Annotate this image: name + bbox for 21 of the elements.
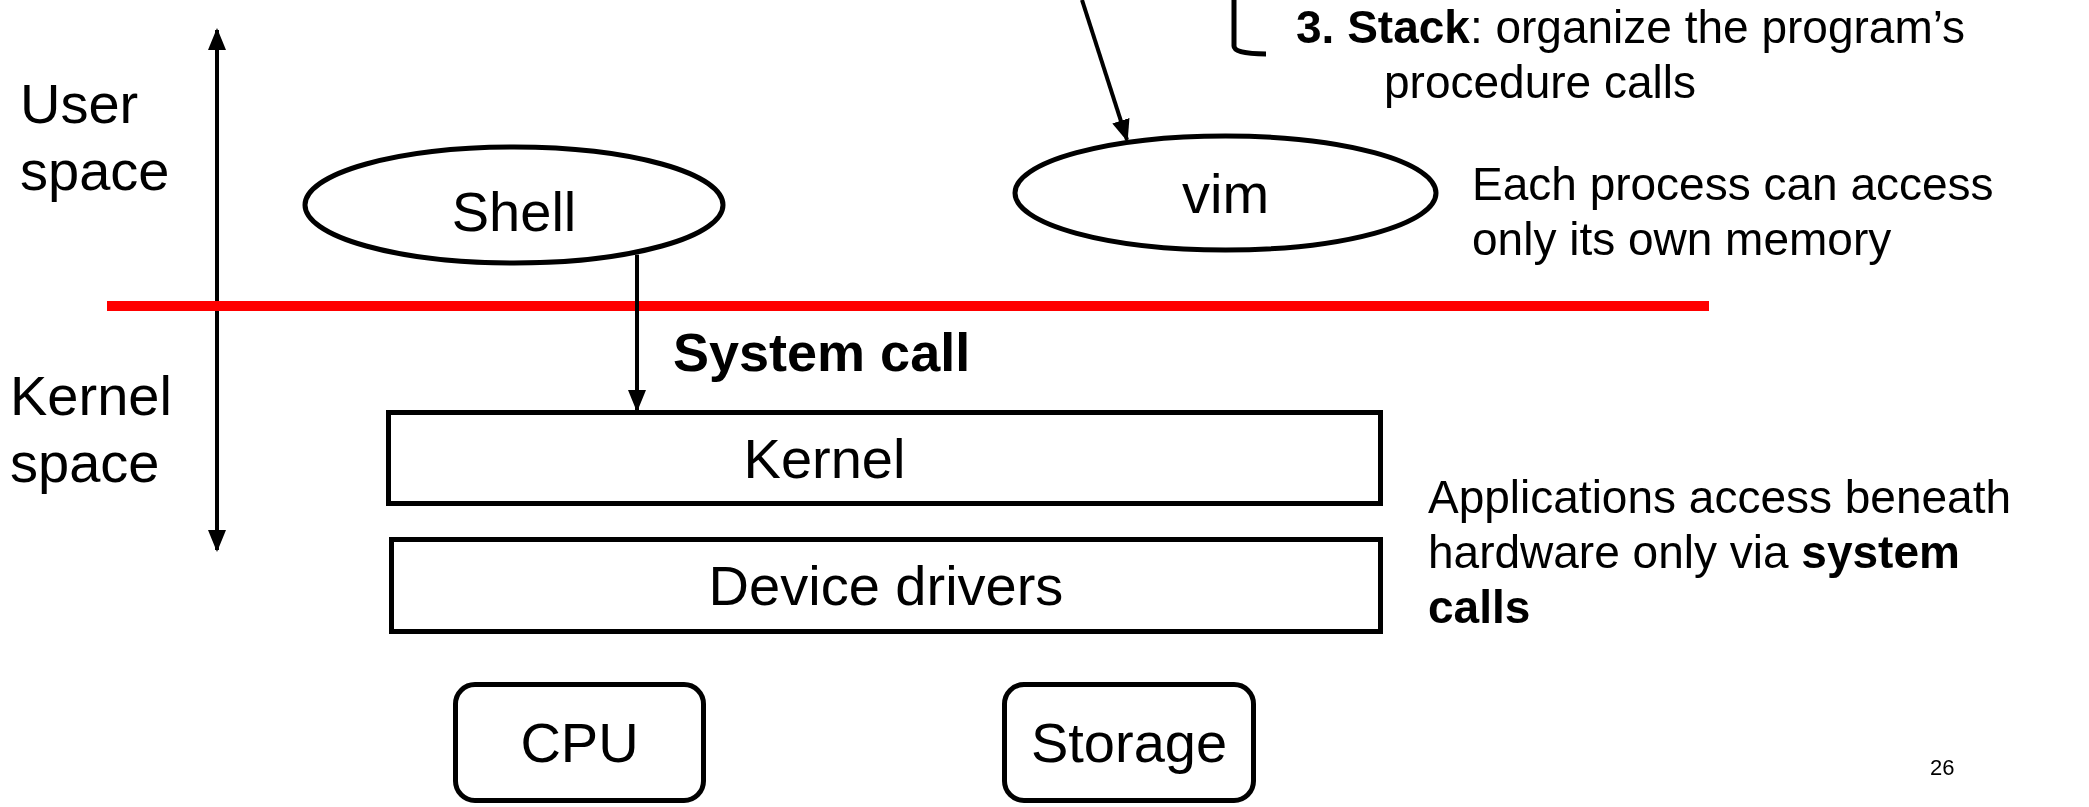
note-text: Applications access beneath hardware only via system calls — [1428, 470, 2013, 636]
node-label: vim — [1181, 160, 1270, 226]
note-text: Each process can access only its own memory — [1472, 157, 1995, 268]
node-label: Device drivers — [708, 553, 1064, 618]
side-label: User space — [20, 71, 171, 205]
node-label: CPU — [520, 710, 639, 775]
edge-label: System call — [673, 321, 971, 384]
hardware-box — [453, 682, 706, 803]
page-number: 26 — [1930, 755, 1956, 782]
process-ellipse — [1012, 133, 1439, 253]
list-item-text: 3. Stack: organize the program’s procedure calls — [1296, 0, 1967, 111]
arrow — [1080, 0, 1130, 142]
hardware-box — [1002, 682, 1256, 803]
layer-box — [389, 537, 1383, 634]
node-label: Kernel — [743, 425, 906, 491]
node-label: Storage — [1030, 710, 1228, 775]
layer-box — [386, 410, 1383, 506]
arrow — [628, 254, 646, 412]
node-label: Shell — [451, 178, 577, 244]
side-label: Kernel space — [10, 363, 173, 497]
process-ellipse — [302, 144, 726, 266]
